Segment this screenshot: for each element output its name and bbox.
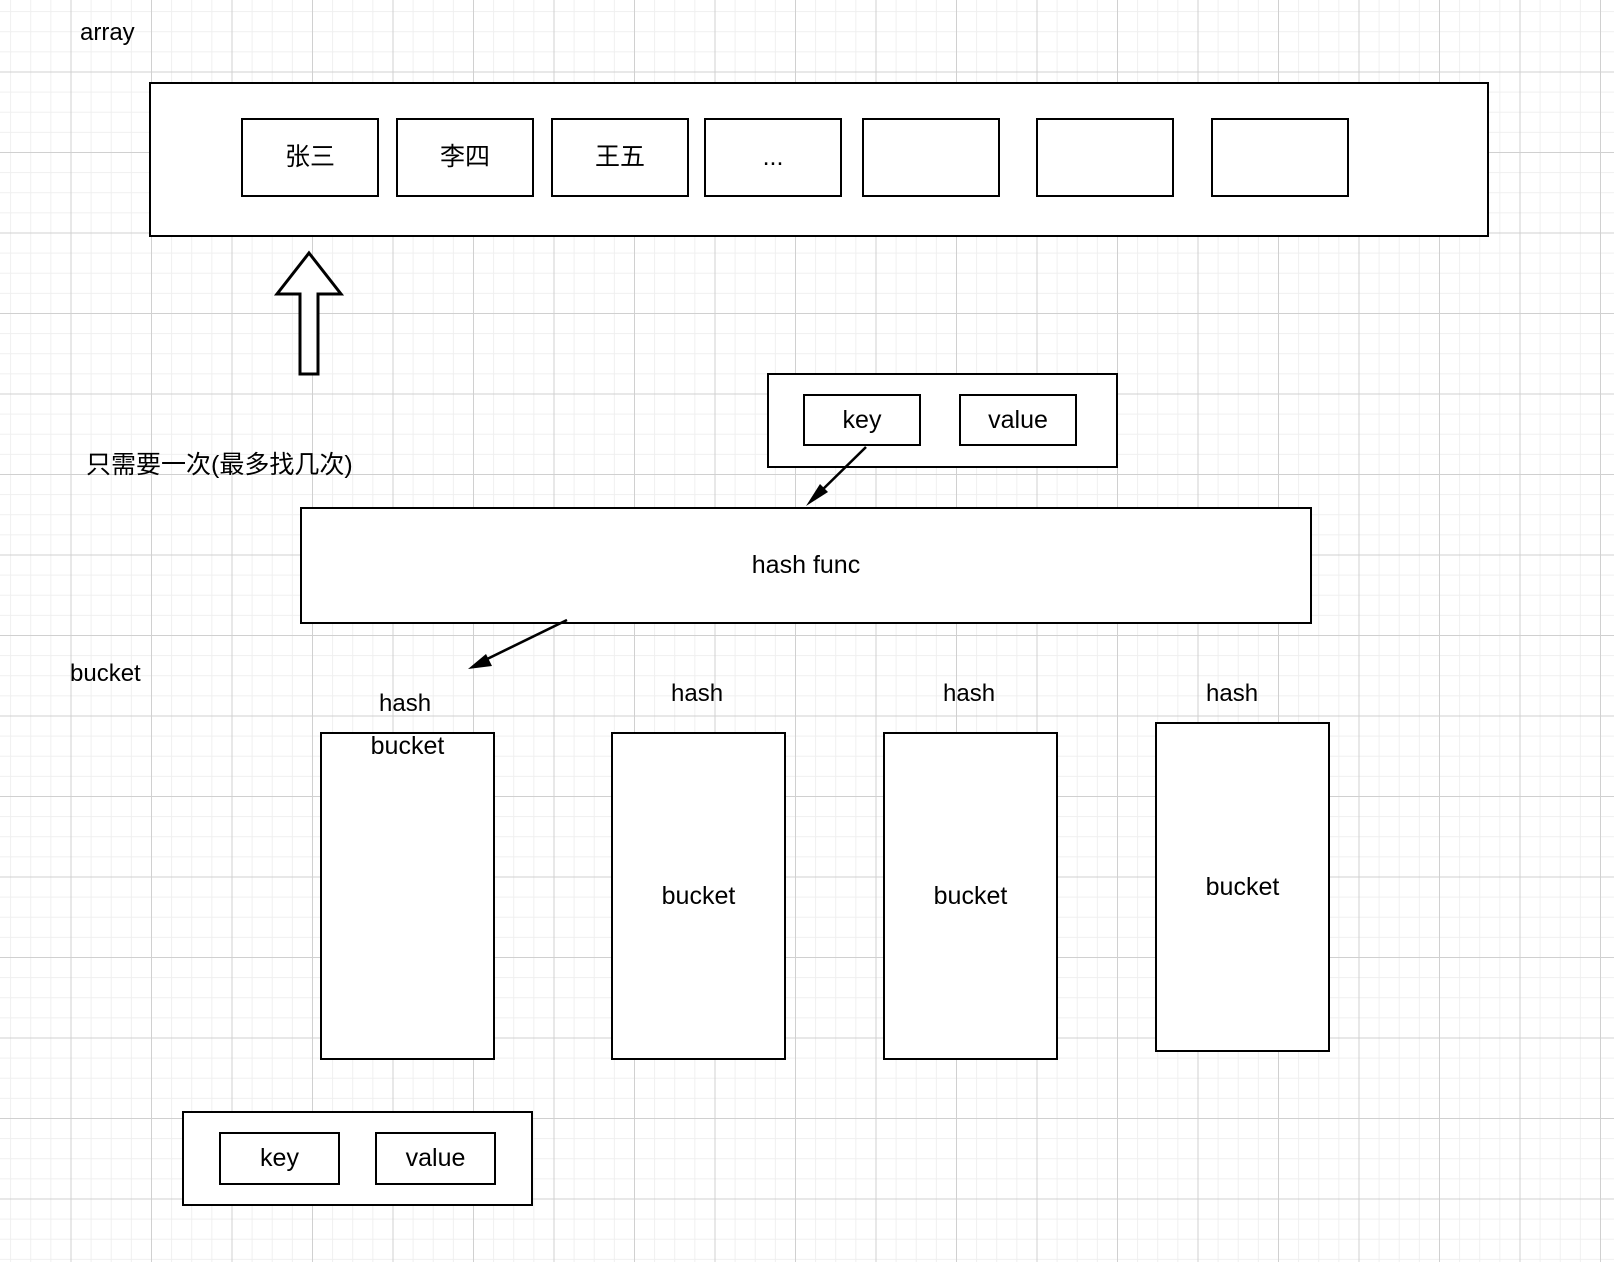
hash-func-label: hash func (751, 551, 861, 579)
entry-top-value-box[interactable]: value (959, 394, 1077, 446)
entry-bottom-value-box[interactable]: value (375, 1132, 496, 1185)
bucket-0-hash-label: hash (379, 690, 432, 717)
array-cell-4[interactable] (862, 118, 1000, 197)
bucket-2-label: bucket (933, 881, 1008, 910)
bucket-3-box[interactable]: bucket (1155, 722, 1330, 1052)
array-cell-3[interactable]: ... (704, 118, 842, 197)
bucket-0-label: bucket (370, 732, 445, 760)
entry-top-value-label: value (988, 405, 1048, 434)
array-cell-text: 王五 (594, 143, 645, 171)
entry-bottom-key-box[interactable]: key (219, 1132, 340, 1185)
array-cell-6[interactable] (1211, 118, 1349, 197)
entry-bottom-value-label: value (405, 1144, 466, 1172)
bucket-1-hash-label: hash (671, 680, 724, 707)
array-cell-text: ... (762, 143, 784, 171)
array-cell-2[interactable]: 王五 (551, 118, 689, 197)
bucket-1-label: bucket (661, 881, 736, 910)
hashfunc-to-bucket-arrow-icon (468, 618, 568, 669)
bucket-1-box[interactable]: bucket (611, 732, 786, 1060)
array-cell-text: 张三 (284, 143, 335, 171)
bucket-0-box[interactable]: bucket (320, 732, 495, 1060)
bucket-side-label: bucket (70, 660, 141, 687)
bucket-3-hash-label: hash (1206, 680, 1259, 707)
bucket-2-hash-label: hash (943, 680, 996, 707)
array-cell-text: 李四 (439, 143, 490, 171)
entry-top-key-box[interactable]: key (803, 394, 921, 446)
array-cell-1[interactable]: 李四 (396, 118, 534, 197)
array-label: array (80, 19, 135, 46)
hash-func-box[interactable]: hash func (300, 507, 1312, 624)
block-up-arrow-icon (273, 250, 345, 376)
lookup-note-label: 只需要一次(最多找几次) (86, 451, 353, 479)
entry-bottom-key-label: key (260, 1144, 299, 1172)
bucket-2-box[interactable]: bucket (883, 732, 1058, 1060)
array-cell-0[interactable]: 张三 (241, 118, 379, 197)
entry-top-key-label: key (842, 405, 882, 434)
bucket-3-label: bucket (1205, 872, 1280, 901)
array-cell-5[interactable] (1036, 118, 1174, 197)
